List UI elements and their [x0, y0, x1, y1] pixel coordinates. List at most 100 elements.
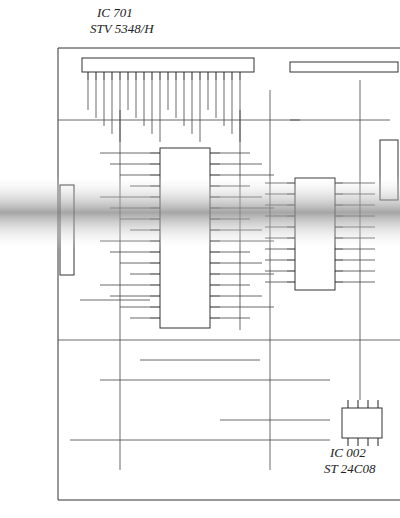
wire: [184, 72, 185, 80]
wire: [335, 282, 343, 283]
wire: [136, 72, 137, 80]
wire: [265, 260, 287, 261]
wire: [58, 120, 300, 121]
wire: [220, 274, 274, 275]
wire: [96, 72, 97, 80]
wire: [110, 164, 150, 165]
wire: [216, 72, 217, 80]
wire: [150, 153, 160, 154]
wire: [128, 72, 129, 80]
wire: [96, 80, 97, 118]
wire: [112, 80, 113, 134]
wire: [110, 296, 150, 297]
wire: [220, 252, 250, 253]
wire: [140, 360, 260, 361]
handwritten-label: IC 002: [328, 446, 368, 460]
wire: [88, 80, 89, 110]
wire: [120, 263, 150, 264]
wire: [348, 438, 349, 446]
wire: [150, 296, 160, 297]
wire: [150, 274, 160, 275]
wire: [343, 260, 375, 261]
wire: [160, 72, 161, 80]
wire: [168, 72, 169, 80]
wire: [144, 72, 145, 80]
wire: [343, 282, 375, 283]
wire: [208, 72, 209, 80]
wire: [210, 252, 220, 253]
wire: [210, 274, 220, 275]
wire: [200, 72, 201, 80]
wire: [120, 307, 150, 308]
wire: [176, 72, 177, 80]
wire: [378, 400, 379, 408]
wire: [240, 72, 241, 80]
wire: [210, 285, 220, 286]
wire: [378, 438, 379, 446]
wire: [216, 80, 217, 118]
wire: [232, 72, 233, 80]
wire: [150, 318, 160, 319]
wire: [343, 271, 375, 272]
wire: [150, 164, 160, 165]
wire: [210, 153, 220, 154]
wire: [290, 120, 390, 121]
wire: [150, 285, 160, 286]
handwritten-label: STV 5348/H: [88, 22, 156, 36]
wire: [287, 271, 295, 272]
wire: [100, 380, 330, 381]
wire: [120, 72, 121, 80]
wire: [265, 271, 287, 272]
wire: [136, 80, 137, 118]
wire: [220, 420, 330, 421]
wire: [128, 80, 129, 110]
wire: [130, 274, 150, 275]
wire: [88, 72, 89, 80]
wire: [110, 252, 150, 253]
wire: [220, 285, 250, 286]
wire: [192, 80, 193, 134]
wire: [210, 263, 220, 264]
wire: [208, 80, 209, 110]
wire: [150, 252, 160, 253]
wire: [220, 296, 262, 297]
wire: [210, 296, 220, 297]
wire: [100, 153, 150, 154]
wire: [220, 164, 262, 165]
wire: [265, 282, 287, 283]
wire: [200, 80, 201, 142]
wire: [80, 300, 150, 301]
wire: [160, 80, 161, 142]
wire: [220, 263, 262, 264]
wire: [192, 72, 193, 80]
wire: [220, 307, 274, 308]
wire: [120, 110, 121, 470]
wire: [220, 318, 250, 319]
wire: [58, 340, 400, 341]
wire: [150, 307, 160, 308]
wire: [287, 282, 295, 283]
wire: [184, 80, 185, 126]
wire: [335, 260, 343, 261]
wire: [112, 72, 113, 80]
wire: [224, 72, 225, 80]
wire: [130, 318, 150, 319]
wire: [368, 438, 369, 446]
wire: [358, 400, 359, 408]
wire: [152, 72, 153, 80]
handwritten-label: IC 701: [95, 6, 135, 20]
wire: [152, 80, 153, 134]
wire: [210, 307, 220, 308]
wire: [232, 80, 233, 134]
wire: [224, 80, 225, 126]
wire: [270, 90, 271, 470]
wire: [358, 438, 359, 446]
wire: [335, 271, 343, 272]
wire: [104, 80, 105, 126]
wire: [220, 153, 250, 154]
wire: [100, 285, 150, 286]
wire: [104, 72, 105, 80]
wire: [176, 80, 177, 118]
wire: [150, 263, 160, 264]
